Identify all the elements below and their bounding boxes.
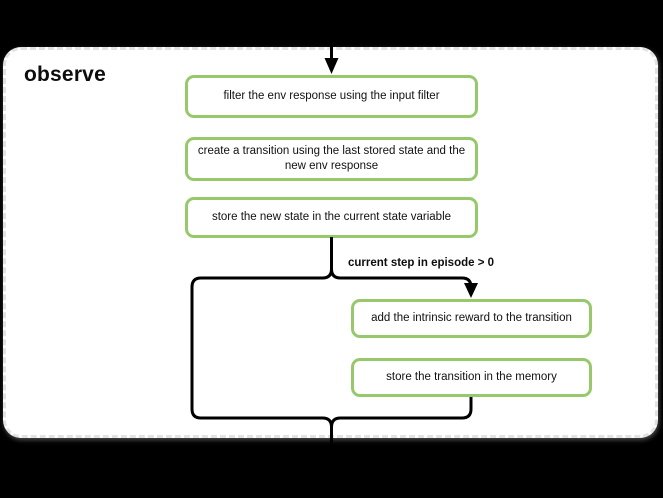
flow-node-store-new-state: store the new state in the current state… <box>185 197 478 238</box>
flow-node-label: store the new state in the current state… <box>211 211 452 223</box>
flow-node-store-transition-memory: store the transition in the memory <box>351 358 592 397</box>
flow-node-label: create a transition using the last store… <box>197 145 466 172</box>
flow-node-label: store the transition in the memory <box>386 371 557 383</box>
flow-node-label: filter the env response using the input … <box>223 90 440 102</box>
flow-node-label: add the intrinsic reward to the transiti… <box>371 312 572 324</box>
flow-node-create-transition: create a transition using the last store… <box>185 137 478 181</box>
condition-label: current step in episode > 0 <box>348 257 495 269</box>
flow-node-filter-env-response: filter the env response using the input … <box>185 75 478 118</box>
flow-node-add-intrinsic-reward: add the intrinsic reward to the transiti… <box>351 299 592 338</box>
panel-title: observe <box>24 63 106 86</box>
